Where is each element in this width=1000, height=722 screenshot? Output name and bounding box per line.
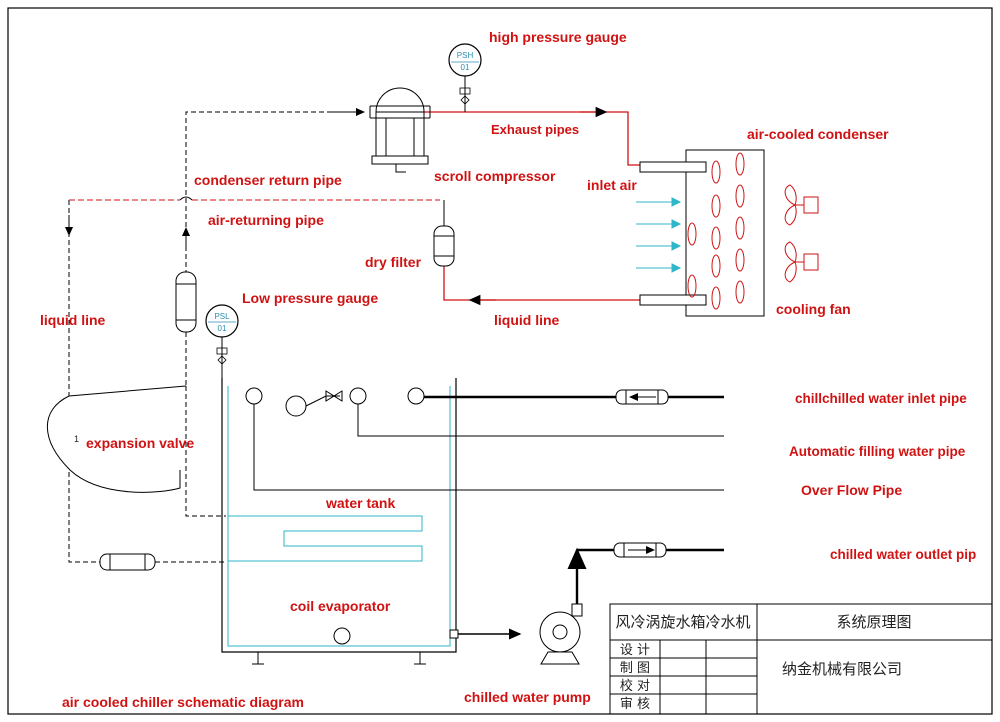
label-cooling-fan: cooling fan xyxy=(776,301,851,317)
label-air-cooled-condenser: air-cooled condenser xyxy=(747,126,889,142)
tank-pipes xyxy=(245,387,724,491)
label-air-returning-pipe: air-returning pipe xyxy=(208,212,324,228)
label-liquid-line-left: liquid line xyxy=(40,312,106,328)
high-pressure-gauge xyxy=(448,43,482,112)
title-row-drafter: 制 图 xyxy=(620,661,650,676)
title-row-approver: 审 核 xyxy=(620,697,650,712)
label-exhaust-pipes: Exhaust pipes xyxy=(491,122,579,137)
coil-evaporator xyxy=(228,515,423,562)
discharge-line xyxy=(424,111,640,301)
low-pressure-gauge xyxy=(205,304,239,378)
label-over-flow-pipe: Over Flow Pipe xyxy=(801,482,902,498)
label-dry-filter: dry filter xyxy=(365,254,422,270)
product-name: 风冷涡旋水箱冷水机 xyxy=(615,613,750,631)
label-chilled-water-inlet-pipe: chillchilled water inlet pipe xyxy=(795,391,967,406)
cooling-fan-lower xyxy=(784,241,819,283)
title-row-checker: 校 对 xyxy=(620,678,650,694)
company-name: 纳金机械有限公司 xyxy=(782,660,902,678)
label-chilled-water-pump: chilled water pump xyxy=(464,689,591,705)
label-liquid-line-mid: liquid line xyxy=(494,312,560,328)
water-tank xyxy=(221,378,457,665)
label-water-tank: water tank xyxy=(325,495,395,511)
label-inlet-air: inlet air xyxy=(587,177,637,193)
line-crossover xyxy=(179,196,193,201)
drawing-title: 系统原理图 xyxy=(836,613,911,631)
outlet-sight-glass xyxy=(613,542,667,558)
cooling-fan-upper xyxy=(784,184,819,226)
low-gauge-tag: PSL xyxy=(214,312,230,321)
scroll-compressor xyxy=(369,87,431,173)
liquid-sight-glass xyxy=(99,553,156,571)
label-high-pressure-gauge: high pressure gauge xyxy=(489,29,627,45)
drawing-border xyxy=(7,7,993,715)
label-scroll-compressor: scroll compressor xyxy=(434,168,556,184)
label-condenser-return-pipe: condenser return pipe xyxy=(194,172,342,188)
gas-liquid-separator xyxy=(175,271,197,333)
low-gauge-num: 01 xyxy=(218,324,227,333)
tank-drain-port xyxy=(333,627,351,645)
air-cooled-condenser xyxy=(639,149,765,317)
label-chilled-water-outlet-pipe: chilled water outlet pip xyxy=(830,547,976,562)
expansion-valve-number: 1 xyxy=(74,434,79,444)
label-diagram-caption: air cooled chiller schematic diagram xyxy=(62,694,304,710)
label-low-pressure-gauge: Low pressure gauge xyxy=(242,290,378,306)
title-row-design: 设 计 xyxy=(620,643,650,658)
title-block xyxy=(609,603,993,715)
inlet-air-arrows xyxy=(636,197,682,273)
high-gauge-num: 01 xyxy=(461,63,470,72)
high-gauge-tag: PSH xyxy=(457,51,474,60)
label-expansion-valve: expansion valve xyxy=(86,435,194,451)
label-coil-evaporator: coil evaporator xyxy=(290,598,391,614)
label-automatic-filling-water-pipe: Automatic filling water pipe xyxy=(789,444,966,459)
chilled-water-pump xyxy=(539,603,583,665)
tank-outlet-port xyxy=(449,629,459,639)
expansion-valve xyxy=(47,385,187,493)
condenser-fins xyxy=(687,152,745,310)
suction-line xyxy=(68,111,364,563)
dry-filter xyxy=(433,225,455,267)
inlet-sight-glass xyxy=(615,389,669,405)
